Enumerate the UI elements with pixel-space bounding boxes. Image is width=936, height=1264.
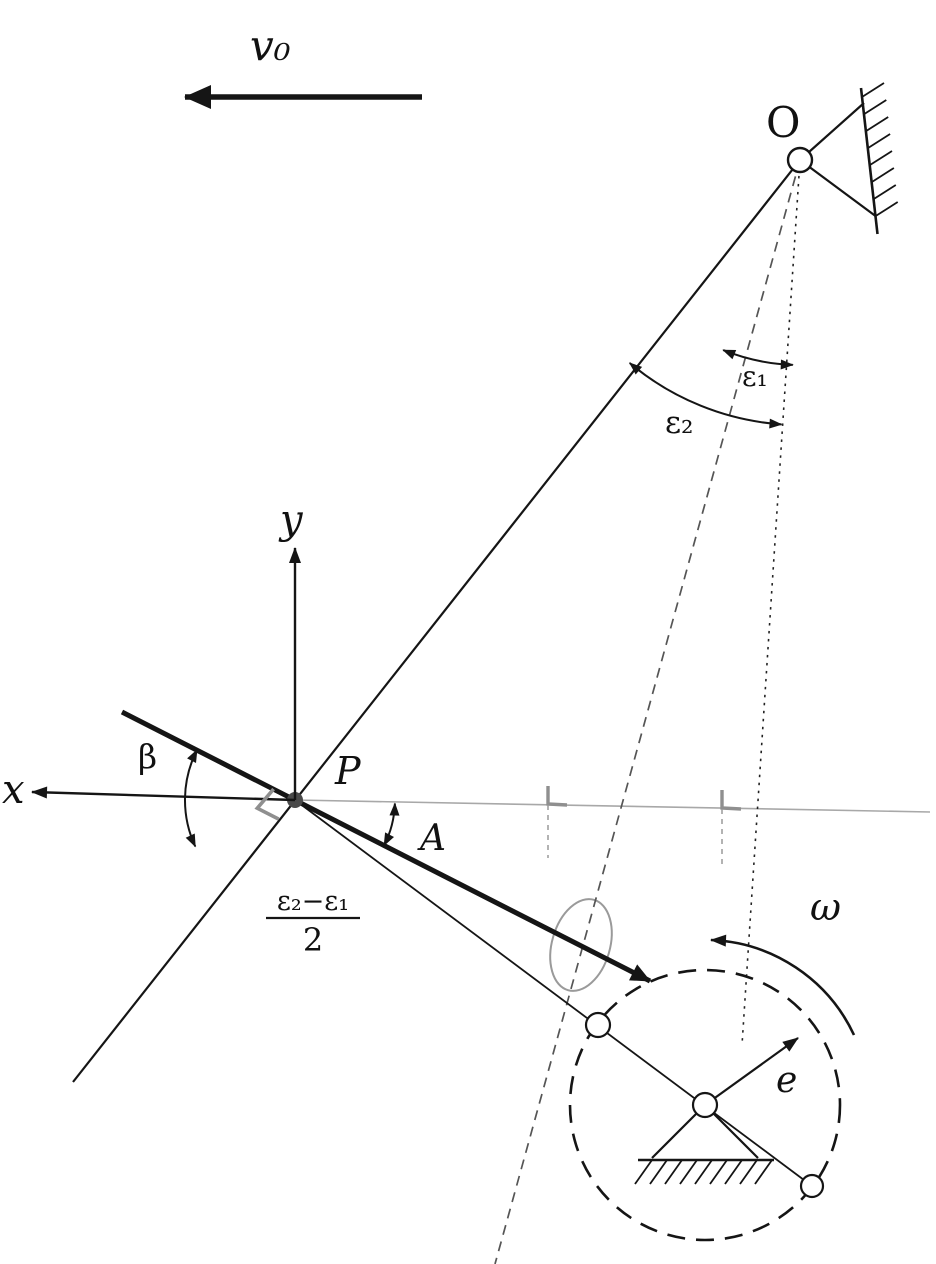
crank-pin [584, 1011, 612, 1039]
v0-label: v₀ [250, 21, 291, 70]
x-axis [31, 786, 296, 802]
beta-arc [184, 749, 198, 848]
epsilon1-arc [722, 349, 794, 370]
dashed-position-line [494, 159, 801, 1264]
x-label: x [2, 767, 25, 813]
eccentric-center-joint [691, 1091, 719, 1119]
right-angle-marker-P [254, 787, 280, 821]
half-angle-numerator: ε₂−ε₁ [277, 886, 349, 917]
right-angle-marker-1 [546, 786, 568, 807]
omega-label: ω [810, 885, 841, 929]
y-label: y [278, 497, 304, 543]
wall-hatching [861, 82, 899, 217]
eccentric-circle [568, 968, 842, 1242]
e-label: e [776, 1060, 797, 1101]
P-label: P [334, 749, 362, 793]
right-angle-marker-2 [720, 790, 742, 811]
horizontal-reference-line [294, 799, 931, 813]
connecting-rod-line [294, 799, 813, 1187]
wall-legs [799, 102, 877, 217]
beta-label: β [138, 737, 157, 776]
wall-edge [859, 87, 879, 235]
epsilon2-arc [628, 362, 783, 429]
half-angle-arc [383, 802, 400, 847]
link-OP [72, 159, 801, 1083]
epsilon1-label: ε₁ [742, 360, 768, 393]
contact-ellipse [549, 898, 613, 992]
epsilon2-label: ε₂ [665, 405, 694, 441]
dotted-reference-line [741, 159, 801, 1046]
O-label: O [766, 98, 800, 147]
omega-arrow [710, 934, 856, 1036]
ground-hatching [634, 1159, 773, 1185]
follower-beam [120, 709, 652, 984]
eccentricity-arrow [704, 1037, 799, 1106]
rim-point [799, 1173, 825, 1199]
half-angle-denominator: 2 [303, 921, 323, 959]
pivot-O-joint [786, 146, 814, 174]
A-label: A [417, 818, 446, 859]
